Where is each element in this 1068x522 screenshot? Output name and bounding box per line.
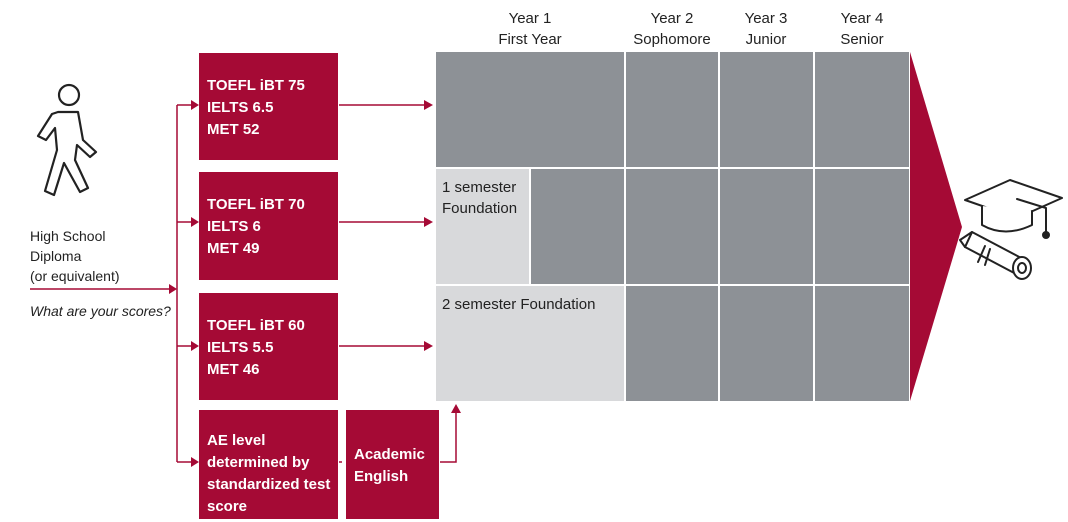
- arrowhead-icon: [424, 341, 433, 351]
- year-4-label: Year 4: [840, 10, 884, 27]
- walking-person-icon: [36, 83, 98, 197]
- score-line: MET 52: [207, 121, 260, 138]
- arrowhead-icon: [191, 457, 199, 467]
- one-semester-line-1: 1 semester: [442, 179, 517, 196]
- grid-cell: [626, 52, 718, 167]
- diploma-label: High School Diploma (or equivalent): [30, 226, 120, 286]
- grid-cell: [720, 52, 813, 167]
- connector-lines: [30, 104, 457, 463]
- score-line: determined by: [207, 454, 310, 471]
- score-line: IELTS 6: [207, 218, 261, 235]
- score-line: TOEFL iBT 60: [207, 317, 305, 334]
- year-1-header: Year 1 First Year: [470, 8, 590, 50]
- score-box-toefl-75: TOEFL iBT 75 IELTS 6.5 MET 52: [199, 53, 338, 160]
- diploma-line: Diploma: [30, 248, 82, 264]
- academic-english-line: Academic: [354, 446, 425, 463]
- diploma-line: High School: [30, 228, 106, 244]
- grid-cell: [531, 169, 624, 284]
- two-semester-label: 2 semester Foundation: [442, 296, 596, 313]
- year-1-label: Year 1: [508, 10, 552, 27]
- score-line: score: [207, 498, 248, 515]
- score-box-toefl-70: TOEFL iBT 70 IELTS 6 MET 49: [199, 172, 338, 280]
- score-box-toefl-60: TOEFL iBT 60 IELTS 5.5 MET 46: [199, 293, 338, 400]
- progress-triangle: [910, 52, 962, 401]
- year-3-label: Year 3: [744, 10, 788, 27]
- score-line: IELTS 5.5: [207, 339, 274, 356]
- one-semester-line-2: Foundation: [442, 200, 518, 217]
- academic-english-line: English: [354, 468, 409, 485]
- one-semester-foundation: 1 semester Foundation: [436, 169, 529, 284]
- year-2-subtitle: Sophomore: [633, 31, 711, 48]
- graduation-cap-diploma-icon: [959, 179, 1063, 280]
- year-3-header: Year 3 Junior: [718, 8, 814, 50]
- arrowhead-icon: [169, 284, 177, 294]
- year-2-label: Year 2: [650, 10, 694, 27]
- grid-cell: [815, 169, 909, 284]
- score-line: TOEFL iBT 70: [207, 196, 305, 213]
- grid-cell: [720, 169, 813, 284]
- grid-cell: [720, 286, 813, 401]
- two-semester-foundation: 2 semester Foundation: [436, 286, 624, 401]
- scores-question: What are your scores?: [30, 303, 171, 319]
- score-line: MET 49: [207, 240, 260, 257]
- year-1-subtitle: First Year: [498, 31, 562, 48]
- score-line: standardized test: [207, 476, 331, 493]
- arrowheads: [169, 100, 461, 467]
- score-line: AE level: [207, 432, 266, 449]
- year-4-header: Year 4 Senior: [814, 8, 910, 50]
- arrowhead-icon: [451, 404, 461, 413]
- diploma-line: (or equivalent): [30, 268, 120, 284]
- score-line: TOEFL iBT 75: [207, 77, 305, 94]
- year-3-subtitle: Junior: [745, 31, 787, 48]
- arrowhead-icon: [424, 217, 433, 227]
- grid-cell: [626, 169, 718, 284]
- score-line: IELTS 6.5: [207, 99, 274, 116]
- grid-cell: [815, 286, 909, 401]
- arrowhead-icon: [424, 100, 433, 110]
- score-line: MET 46: [207, 361, 260, 378]
- arrowhead-icon: [191, 217, 199, 227]
- arrowhead-icon: [191, 341, 199, 351]
- grid-cell: [436, 52, 624, 167]
- grid-cell: [626, 286, 718, 401]
- year-4-subtitle: Senior: [840, 31, 884, 48]
- arrowhead-icon: [191, 100, 199, 110]
- academic-english-box: Academic English: [346, 410, 439, 519]
- year-2-header: Year 2 Sophomore: [622, 8, 722, 50]
- score-box-ae-level: AE level determined by standardized test…: [199, 410, 338, 519]
- grid-cell: [815, 52, 909, 167]
